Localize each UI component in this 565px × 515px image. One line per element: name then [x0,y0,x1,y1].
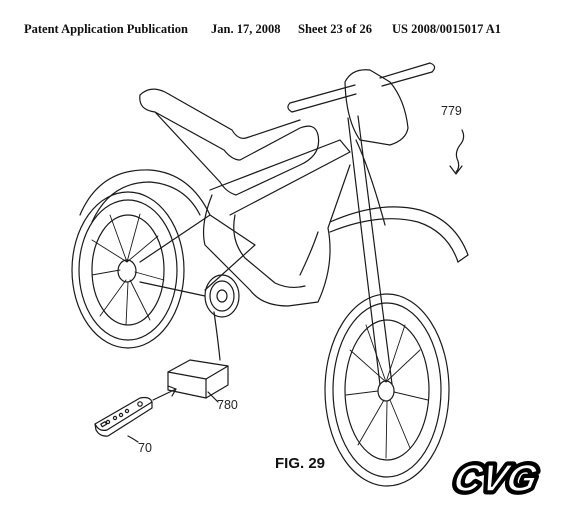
remote-controller [94,396,153,437]
logo-text: CVG [450,457,541,499]
cvg-logo: CVG CVG [447,454,545,499]
reference-label-780: 780 [217,398,238,412]
header-publication: Patent Application Publication [24,22,188,36]
reference-label-70: 70 [138,441,152,455]
seat [139,88,320,196]
front-wheel [324,293,450,487]
front-fork [347,115,393,386]
module-cable [213,311,221,361]
front-fender [329,206,469,263]
patent-header: Patent Application Publication Jan. 17, … [0,22,565,38]
control-module-box [167,359,229,399]
header-patent-number: US 2008/0015017 A1 [392,22,502,36]
pointer-arrow-779 [449,129,465,175]
logo-text-outline: CVG [450,457,541,499]
figure-caption: FIG. 29 [275,455,326,472]
signal-arrow [152,385,177,401]
leader-780 [207,391,219,403]
reference-label-779: 779 [441,104,462,118]
header-sheet: Sheet 23 of 26 [298,22,372,36]
leader-70 [127,435,139,443]
rear-fender [79,169,211,223]
frame [139,139,351,307]
handlebar [287,62,436,146]
drive-sprocket [204,274,240,318]
header-date: Jan. 17, 2008 [211,22,281,36]
rear-wheel [71,191,185,349]
